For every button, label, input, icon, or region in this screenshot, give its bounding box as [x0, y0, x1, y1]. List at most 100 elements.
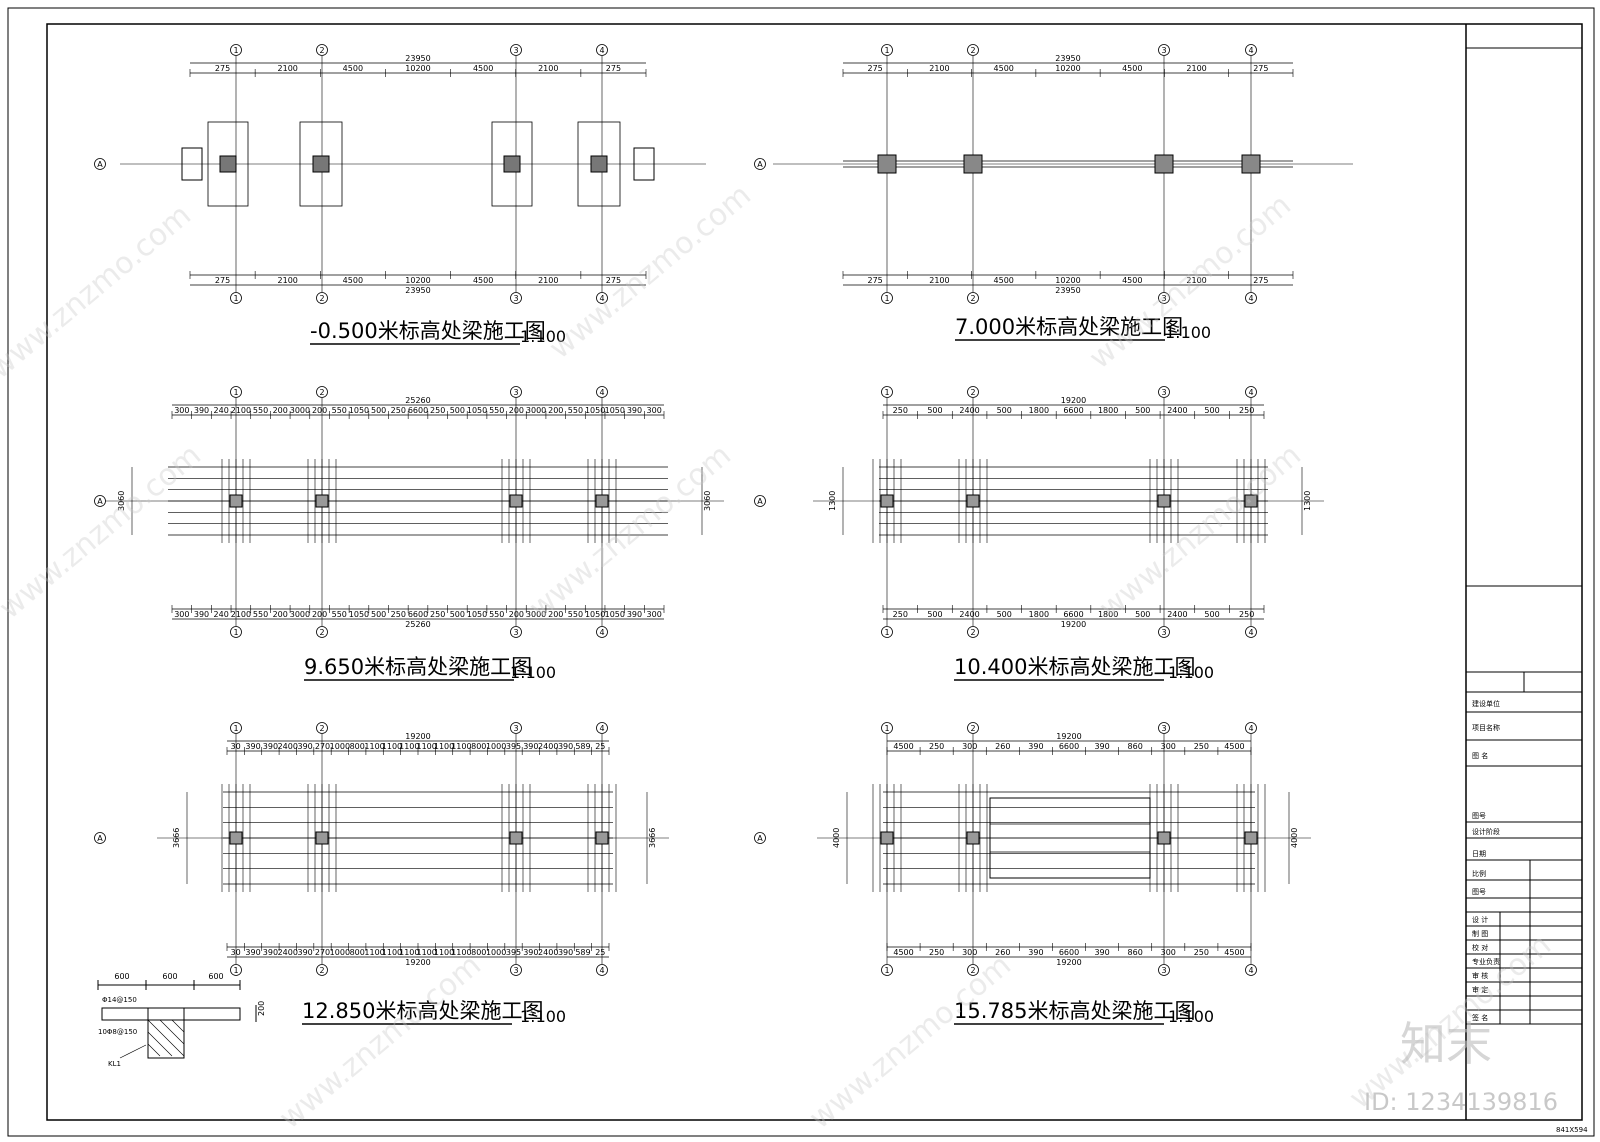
segment-dim-bottom: 800: [471, 948, 486, 957]
axis-bottom-4-bubble: [596, 964, 608, 976]
detail-rebar-bottom: 10Φ8@150: [98, 1028, 137, 1036]
segment-dim-bottom: 390: [297, 948, 312, 957]
axis-top-3-bubble: [510, 722, 522, 734]
segment-dim-bottom: 200: [312, 610, 327, 619]
total-dim-bottom: 23950: [405, 286, 430, 295]
row-axis-bubble: [754, 495, 766, 507]
outer-border: [7, 7, 1595, 1137]
title-block-field: 图 名: [1472, 751, 1488, 760]
axis-bottom-2-bubble: [967, 964, 979, 976]
segment-dim-bottom: 1100: [434, 948, 454, 957]
axis-bottom-3-label: 3: [1161, 294, 1166, 303]
segment-dim-bottom: 10200: [405, 276, 430, 285]
axis-top-1-label: 1: [233, 46, 238, 55]
sheet-size: 841X594: [1556, 1126, 1588, 1134]
total-dim-top: 25260: [405, 396, 430, 405]
axis-top-1-label: 1: [233, 388, 238, 397]
segment-dim-top: 200: [273, 406, 288, 415]
segment-dim-bottom: 30: [231, 948, 241, 957]
segment-dim-top: 390: [1028, 742, 1043, 751]
plan-3: 11223344A2526025260300300390390240240210…: [94, 386, 724, 682]
row-axis-label: A: [97, 160, 103, 169]
segment-dim-top: 1100: [399, 742, 419, 751]
axis-top-1-label: 1: [884, 724, 889, 733]
segment-dim-top: 2100: [929, 64, 949, 73]
segment-dim-top: 1100: [364, 742, 384, 751]
column: [1157, 494, 1171, 508]
axis-top-3-label: 3: [513, 46, 518, 55]
segment-dim-bottom: 6600: [1059, 948, 1079, 957]
axis-top-4-label: 4: [599, 724, 604, 733]
segment-dim-top: 589: [575, 742, 590, 751]
plan-6: 11223344A1920019200450045002502503003002…: [754, 722, 1311, 1026]
segment-dim-bottom: 270: [315, 948, 330, 957]
segment-dim-bottom: 250: [430, 610, 445, 619]
axis-top-3-label: 3: [1161, 388, 1166, 397]
axis-top-4-label: 4: [1248, 46, 1253, 55]
column: [229, 494, 243, 508]
end-cap: [181, 147, 203, 181]
total-dim-bottom: 19200: [1056, 958, 1081, 967]
segment-dim-bottom: 500: [1204, 610, 1219, 619]
segment-dim-bottom: 250: [1194, 948, 1209, 957]
section-detail: 600 600 600 Φ14@150 10Φ8@150 200 KL1: [97, 972, 266, 1068]
axis-bottom-2-bubble: [316, 292, 328, 304]
segment-dim-bottom: 390: [523, 948, 538, 957]
axis-top-4-bubble: [1245, 386, 1257, 398]
axis-bottom-2-bubble: [316, 626, 328, 638]
segment-dim-bottom: 2400: [278, 948, 298, 957]
segment-dim-bottom: 2100: [538, 276, 558, 285]
column: [1244, 831, 1258, 845]
axis-top-4-label: 4: [1248, 724, 1253, 733]
total-dim-top: 19200: [1061, 396, 1086, 405]
segment-dim-bottom: 1100: [417, 948, 437, 957]
column: [315, 494, 329, 508]
plan-scale: 1:100: [510, 663, 556, 682]
segment-dim-top: 1800: [1098, 406, 1118, 415]
segment-dim-top: 4500: [1122, 64, 1142, 73]
title-block-field: 项目名称: [1472, 723, 1500, 732]
axis-bottom-4-label: 4: [1248, 628, 1253, 637]
watermark-6: www.znzmo.com: [1093, 438, 1308, 627]
axis-top-1-label: 1: [233, 724, 238, 733]
segment-dim-top: 2400: [278, 742, 298, 751]
axis-top-4-label: 4: [599, 46, 604, 55]
side-dim-left: 1300: [828, 491, 837, 511]
detail-dim-3: 600: [208, 972, 223, 981]
segment-dim-bottom: 390: [627, 610, 642, 619]
segment-dim-bottom: 6600: [408, 610, 428, 619]
segment-dim-top: 4500: [1224, 742, 1244, 751]
segment-dim-bottom: 4500: [893, 948, 913, 957]
segment-dim-bottom: 1100: [364, 948, 384, 957]
segment-dim-bottom: 550: [253, 610, 268, 619]
segment-dim-bottom: 4500: [343, 276, 363, 285]
axis-bottom-2-bubble: [316, 964, 328, 976]
axis-bottom-2-label: 2: [319, 966, 324, 975]
segment-dim-top: 500: [1204, 406, 1219, 415]
axis-bottom-3-label: 3: [513, 966, 518, 975]
segment-dim-bottom: 2400: [1167, 610, 1187, 619]
segment-dim-top: 390: [558, 742, 573, 751]
segment-dim-top: 260: [995, 742, 1010, 751]
column: [1157, 831, 1171, 845]
row-axis-label: A: [757, 160, 763, 169]
segment-dim-top: 275: [1253, 64, 1268, 73]
segment-dim-bottom: 250: [391, 610, 406, 619]
segment-dim-top: 3000: [290, 406, 310, 415]
title-block-field: 图号: [1472, 812, 1486, 820]
axis-bottom-1-label: 1: [233, 628, 238, 637]
column: [509, 494, 523, 508]
row-axis-label: A: [757, 497, 763, 506]
axis-top-1-bubble: [881, 722, 893, 734]
axis-bottom-2-label: 2: [319, 628, 324, 637]
segment-dim-top: 275: [606, 64, 621, 73]
row-axis-label: A: [757, 834, 763, 843]
segment-dim-bottom: 4500: [994, 276, 1014, 285]
segment-dim-top: 2100: [1186, 64, 1206, 73]
segment-dim-bottom: 200: [509, 610, 524, 619]
detail-height: 200: [257, 1001, 266, 1016]
title-block-field: 签 名: [1472, 1013, 1488, 1022]
segment-dim-bottom: 1100: [451, 948, 471, 957]
segment-dim-top: 250: [430, 406, 445, 415]
